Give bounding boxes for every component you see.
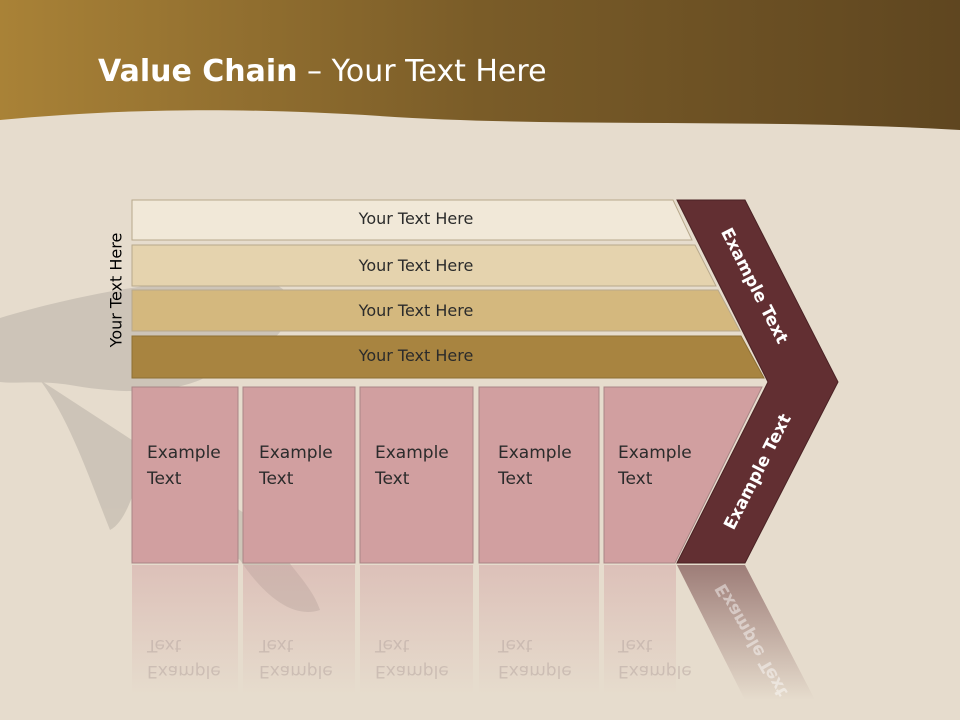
primary-box-5 xyxy=(603,386,763,564)
primary-label-reflection-1: Example Text xyxy=(147,635,221,681)
support-band-label-3: Your Text Here xyxy=(358,301,474,320)
support-band-label-4: Your Text Here xyxy=(358,346,474,365)
primary-box-2 xyxy=(242,386,356,564)
support-band-label-1: Your Text Here xyxy=(358,209,474,228)
primary-box-4 xyxy=(478,386,600,564)
primary-label-1: Example Text xyxy=(147,443,221,489)
support-band-2 xyxy=(131,244,717,287)
primary-box-1 xyxy=(131,386,239,564)
support-band-4 xyxy=(131,335,765,379)
header-band xyxy=(0,0,960,130)
support-band-3 xyxy=(131,289,741,332)
margin-chevron xyxy=(676,199,839,564)
primary-label-reflection-2: Example Text xyxy=(259,635,333,681)
support-band-1 xyxy=(131,199,693,241)
primary-label-3: Example Text xyxy=(375,443,449,489)
side-label: Your Text Here xyxy=(106,232,126,348)
primary-label-reflection-5: Example Text xyxy=(618,635,692,681)
primary-label-4: Example Text xyxy=(498,443,572,489)
primary-label-5: Example Text xyxy=(618,443,692,489)
primary-label-reflection-4: Example Text xyxy=(498,635,572,681)
primary-label-2: Example Text xyxy=(259,443,333,489)
page-title: Value Chain – Your Text Here xyxy=(98,54,547,89)
primary-box-3 xyxy=(359,386,474,564)
support-band-label-2: Your Text Here xyxy=(358,256,474,275)
primary-label-reflection-3: Example Text xyxy=(375,635,449,681)
